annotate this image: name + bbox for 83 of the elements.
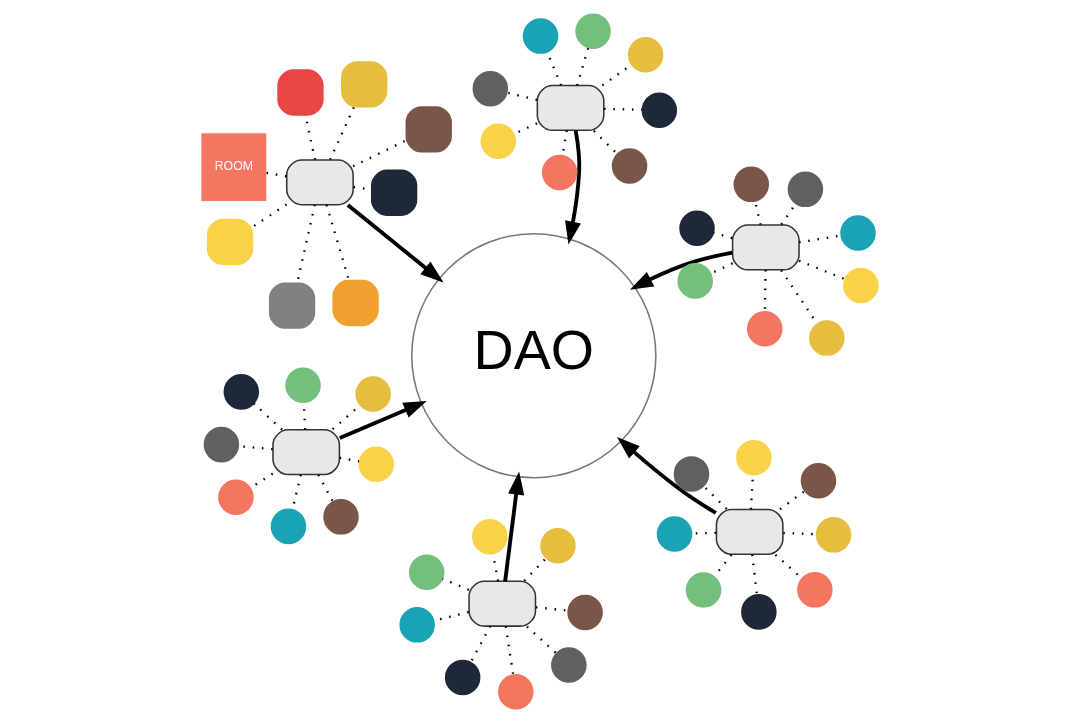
node-circle xyxy=(285,367,321,403)
node-circle xyxy=(809,320,845,356)
node-box xyxy=(370,169,418,216)
node-circle xyxy=(611,148,648,184)
node-circle xyxy=(797,572,833,608)
connector xyxy=(325,204,350,281)
arrow xyxy=(617,437,717,515)
node-circle xyxy=(679,210,715,247)
node-circle xyxy=(815,517,852,553)
connector xyxy=(442,577,470,591)
node-circle xyxy=(498,673,534,710)
node-box xyxy=(341,61,388,108)
node-circle xyxy=(223,374,260,410)
node-circle xyxy=(736,439,772,476)
node-circle xyxy=(673,456,710,492)
node-circle xyxy=(747,310,783,347)
node-box xyxy=(332,279,379,327)
node-circle xyxy=(567,594,603,631)
node-circle xyxy=(323,499,359,535)
node-circle xyxy=(627,36,664,73)
connector xyxy=(798,259,845,281)
connector xyxy=(329,106,356,161)
node-circle xyxy=(685,572,722,608)
arrow xyxy=(346,203,444,283)
connector xyxy=(265,171,287,178)
arrow xyxy=(629,250,733,290)
node-circle xyxy=(800,462,837,499)
node-circle xyxy=(540,528,576,564)
node-box xyxy=(405,106,452,153)
connector xyxy=(352,139,407,168)
connector xyxy=(504,626,515,675)
connector xyxy=(523,557,547,582)
node-circle xyxy=(355,376,391,412)
arrow xyxy=(503,471,525,582)
node-circle xyxy=(656,516,693,552)
node-circle xyxy=(444,659,481,696)
node-box xyxy=(536,84,605,132)
arrow xyxy=(565,130,582,245)
node-circle xyxy=(270,508,307,545)
connector xyxy=(469,625,492,663)
node-circle xyxy=(787,171,824,208)
node-circle xyxy=(840,215,876,251)
connector xyxy=(763,270,767,312)
node-box xyxy=(277,69,324,116)
node-circle xyxy=(677,263,713,299)
connector xyxy=(339,456,360,463)
node-box xyxy=(731,224,800,271)
node-box: ROOM xyxy=(201,133,267,202)
arrow xyxy=(339,401,427,440)
connector xyxy=(751,554,759,595)
node-circle xyxy=(522,18,559,54)
connector xyxy=(713,231,733,240)
connector xyxy=(576,47,590,86)
node-circle xyxy=(408,554,445,591)
node-circle xyxy=(218,479,254,515)
node-circle xyxy=(541,154,578,191)
node-box xyxy=(285,159,354,206)
node-box xyxy=(715,508,784,556)
connector xyxy=(604,107,643,111)
node-circle xyxy=(641,92,678,128)
connector xyxy=(702,485,728,510)
node-box xyxy=(468,580,537,627)
node-circle xyxy=(480,123,517,159)
connector xyxy=(535,606,568,612)
node-circle xyxy=(358,446,394,483)
node-circle xyxy=(203,426,240,463)
node-box xyxy=(272,429,341,476)
connector xyxy=(317,474,334,503)
connector xyxy=(252,203,288,228)
connector xyxy=(526,625,557,654)
node-circle xyxy=(575,13,611,50)
node-box xyxy=(206,218,254,266)
node-circle xyxy=(399,607,435,643)
node-circle xyxy=(733,166,769,203)
node-circle xyxy=(472,70,509,107)
node-circle xyxy=(843,267,879,304)
node-box xyxy=(268,282,316,329)
connector xyxy=(506,91,538,101)
node-circle xyxy=(741,594,777,630)
node-circle xyxy=(472,518,508,555)
connector xyxy=(253,402,283,431)
connector xyxy=(779,489,806,511)
node-circle xyxy=(551,647,587,683)
